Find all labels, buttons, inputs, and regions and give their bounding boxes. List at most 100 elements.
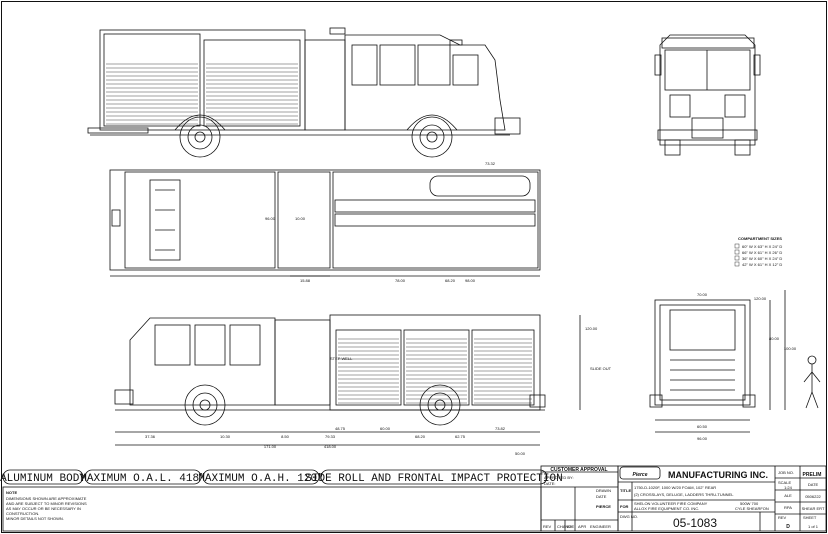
- legend-item: 66" W X 61" H X 26" D: [742, 250, 782, 255]
- legend-title: COMPARTMENT SIZES: [738, 236, 782, 241]
- dimension-label: 79.33: [325, 434, 336, 439]
- top-dimension-label: 68.20: [445, 278, 456, 283]
- scale-label: SCALE: [778, 480, 791, 485]
- date-value: DATE: [808, 482, 819, 487]
- top-dimension-label: 98.00: [465, 278, 476, 283]
- note-title: NOTE: [6, 490, 17, 495]
- rev-row-header: REV: [543, 524, 552, 529]
- sheet-value: 1 of 1: [808, 524, 819, 529]
- date-code: 0506222: [805, 494, 821, 499]
- approved-by-label: APPROVED BY:: [544, 475, 574, 480]
- dimension-label: 48.75: [335, 426, 346, 431]
- rev-row-header: APR: [578, 524, 586, 529]
- approval-title: CUSTOMER APPROVAL: [550, 467, 607, 473]
- note-line: AS MAY OCCUR OR BE NECESSARY IN: [6, 506, 81, 511]
- dimension-label: 418.00: [324, 444, 337, 449]
- height-label: 120.00: [585, 326, 598, 331]
- dwg-no-label: DWG NO.: [620, 514, 638, 519]
- rear-dimension-label: 96.00: [697, 436, 708, 441]
- dimension-label: 10.30: [220, 434, 231, 439]
- rear-dimension-label: 80.00: [769, 336, 780, 341]
- dimension-label: 37.36: [145, 434, 156, 439]
- note-pill-text: MAXIMUM O.A.L. 418": [80, 473, 205, 485]
- model-label: RPA: [784, 505, 792, 510]
- rear-dimension-label: 100.00: [784, 346, 797, 351]
- note-box: NOTE DIMENSIONS SHOWN ARE APPROXIMATEAND…: [2, 486, 542, 532]
- legend-swatch: [734, 249, 740, 255]
- rev-row-header: ENGINEER: [590, 524, 611, 529]
- for-label: FOR: [620, 504, 629, 509]
- dimension-label: 171.00: [264, 444, 277, 449]
- title-line-1: 1750-D-1020F, 1000 W/20 FOAM, 102" REAR: [634, 485, 716, 490]
- dimension-label: 68.20: [415, 434, 426, 439]
- side-view-driver: [87, 27, 521, 158]
- top-view: [109, 169, 541, 277]
- title-line-2: (2) CROSSLAYS, DELUGE, LADDERS THRU-TUNN…: [634, 492, 734, 497]
- dimension-label: 50.00: [515, 451, 526, 456]
- note-pill-text: ALUMINUM BODY: [0, 473, 86, 485]
- dimension-label: 73.82: [495, 426, 506, 431]
- legend-item: 36" W X 60" H X 24" D: [742, 256, 782, 261]
- height-label: STEP WELL: [330, 356, 353, 361]
- note-pill: [2, 469, 84, 485]
- note-pill: [202, 469, 320, 485]
- side-dimension-labels: 37.36 10.30 8.50 79.33 48.75 60.00 68.20 62.75 7…: [145, 161, 612, 456]
- for-line-2: ALLOX FIRE EQUIPMENT CO. INC.: [634, 506, 699, 511]
- legend-item: 42" W X 61" H X 12" D: [742, 262, 782, 267]
- compartment-legend: COMPARTMENT SIZES 60" W X 63" H X 24" D6…: [734, 236, 782, 267]
- sheet-label: SHEET: [803, 515, 817, 520]
- by-value: ALE: [784, 493, 792, 498]
- rear-dimension-label: 60.50: [697, 424, 708, 429]
- top-dimension-label: 96.00: [265, 216, 276, 221]
- legend-swatch: [734, 261, 740, 267]
- pierce-logo: Pierce: [632, 472, 647, 478]
- title-block: [617, 465, 827, 532]
- drawn-value: PIERCE: [596, 504, 611, 509]
- note-pill: [84, 469, 202, 485]
- rear-view: [649, 290, 821, 433]
- dwg-no: 05-1083: [673, 516, 717, 530]
- rear-dimension-label: 120.00: [754, 296, 767, 301]
- approval-date-label: DATE:: [544, 481, 555, 486]
- top-dimension-label: 10.00: [295, 216, 306, 221]
- rev-value: D: [786, 524, 790, 530]
- note-line: AND ARE SUBJECT TO MINOR REVISIONS: [6, 501, 87, 506]
- height-label: SLIDE OUT: [590, 366, 612, 371]
- rev-label: REV: [778, 515, 787, 520]
- for-line-1: SHELON VOLUNTEER FIRE COMPANY: [634, 501, 708, 506]
- title-label: TITLE: [620, 488, 631, 493]
- note-pill-text: SIDE ROLL AND FRONTAL IMPACT PROTECTION: [305, 473, 562, 485]
- note-pill: [320, 469, 548, 485]
- scale-value: 1:24: [784, 485, 793, 490]
- front-view: [654, 34, 761, 156]
- cab-label: 500W 700: [740, 501, 759, 506]
- manufacturer-name: MANUFACTURING INC.: [668, 470, 768, 480]
- apparatus-value: CYLE SHEARFON: [735, 506, 769, 511]
- rear-dimension-labels: 60.50 96.00 80.00 100.00 120.00 70.00: [697, 292, 797, 441]
- note-pill-text: MAXIMUM O.A.H. 120": [198, 473, 323, 485]
- top-dimension-label: 78.00: [395, 278, 406, 283]
- note-line: DIMENSIONS SHOWN ARE APPROXIMATE: [6, 496, 87, 501]
- rear-dimension-label: 70.00: [697, 292, 708, 297]
- side-view-officer: [114, 314, 581, 446]
- top-dimension-label: 73.32: [485, 161, 496, 166]
- note-line: CONSTRUCTION.: [6, 511, 39, 516]
- dimension-label: 62.75: [455, 434, 466, 439]
- chassis-value: SHEAR ERT: [802, 506, 825, 511]
- rev-row-header: CHANGE: [557, 524, 574, 529]
- dimension-label: 8.50: [281, 434, 290, 439]
- job-value: PRELIM: [803, 472, 822, 478]
- approval-date-field: DATE: [596, 494, 607, 499]
- dimension-label: 60.00: [380, 426, 391, 431]
- customer-approval: [540, 465, 619, 532]
- top-dimension-label: 15.88: [300, 278, 311, 283]
- legend-swatch: [734, 255, 740, 261]
- drawn-label: DRAWN: [596, 488, 611, 493]
- rev-row-header: BY: [567, 524, 573, 529]
- legend-item: 60" W X 63" H X 24" D: [742, 244, 782, 249]
- job-label: JOB NO.: [778, 470, 794, 475]
